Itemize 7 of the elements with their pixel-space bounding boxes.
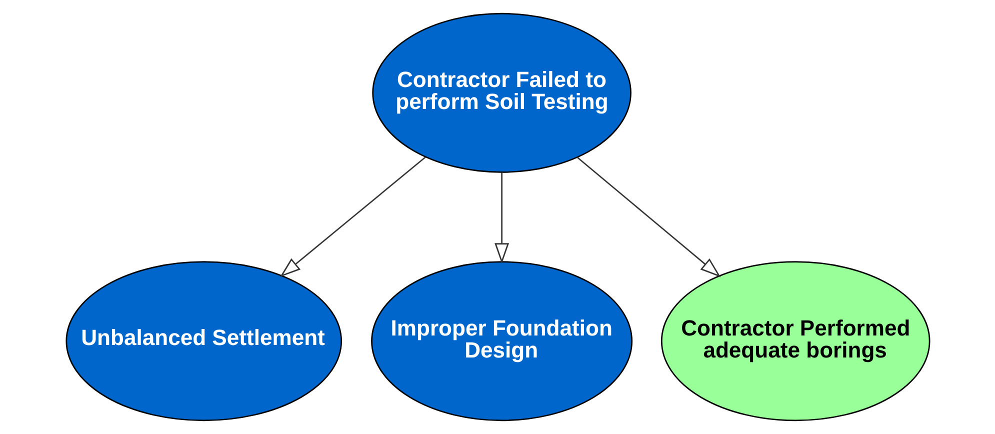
node-ellipse: Improper Foundation Design [370, 261, 632, 422]
arrow [279, 156, 426, 278]
arrow [576, 156, 720, 278]
node-ellipse: Contractor Performed adequate borings [660, 261, 930, 422]
arrow [494, 172, 509, 264]
node-ellipse: Contractor Failed to perform Soil Testing [372, 12, 631, 173]
node-ellipse: Unbalanced Settlement [65, 261, 342, 422]
